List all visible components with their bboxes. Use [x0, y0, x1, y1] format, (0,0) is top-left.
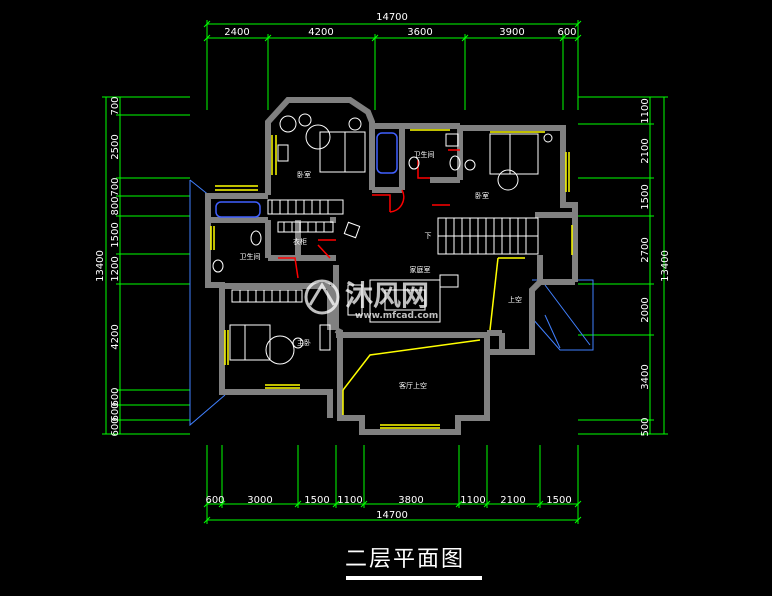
staircase[interactable] [437, 217, 539, 255]
bottom-segment-label: 1100 [337, 495, 362, 506]
left-dimensions: 13400 700 2500 700 800 1500 1200 4200 60… [95, 96, 121, 436]
wardrobe-b [277, 221, 334, 233]
basin-left [212, 259, 224, 273]
right-segment-label: 1100 [640, 98, 651, 123]
bottom-segment-label: 1100 [460, 495, 485, 506]
right-segment-label: 2700 [640, 237, 651, 262]
left-segment-label: 700 [110, 177, 121, 196]
bottom-segment-label: 3800 [398, 495, 423, 506]
toilet-upper [408, 156, 420, 170]
bathtub-upper [376, 132, 398, 174]
top-total-label: 14700 [376, 12, 408, 23]
room-label-living-open: 客厅上空 [399, 381, 427, 390]
left-segment-label: 700 [110, 96, 121, 115]
windows [210, 129, 573, 429]
bottom-segment-label: 1500 [304, 495, 329, 506]
walls [205, 97, 578, 435]
sofa-set [369, 279, 441, 323]
watermark: 沐风网 www.mfcad.com [304, 279, 438, 321]
top-segment-label: 4200 [308, 27, 333, 38]
watermark-logo-icon [304, 279, 340, 315]
round-table-master [265, 335, 295, 365]
drawing-title: 二层平面图 [345, 547, 465, 572]
left-segment-label: 2500 [110, 134, 121, 159]
bathtubs [215, 132, 398, 218]
right-segment-label: 2100 [640, 138, 651, 163]
round-table-b [497, 169, 519, 191]
round-chair [279, 115, 297, 133]
bed-master [229, 324, 271, 361]
room-label-bedroom-b: 卧室 [475, 191, 489, 200]
left-total-label: 13400 [95, 250, 106, 282]
doors[interactable] [278, 149, 460, 279]
top-segment-label: 3900 [499, 27, 524, 38]
top-dimensions: 14700 2400 4200 3600 3900 600 [224, 12, 576, 38]
left-segment-label: 4200 [110, 324, 121, 349]
room-label-open-above: 上空 [508, 295, 522, 304]
room-label-bath-a: 卫生间 [414, 150, 435, 159]
left-segment-label: 1500 [110, 222, 121, 247]
bottom-total-label: 14700 [376, 510, 408, 521]
room-label-family: 家庭室 [410, 265, 431, 274]
bed-b [489, 133, 539, 175]
basin-upper [445, 133, 459, 147]
room-label-bath-b: 卫生间 [240, 252, 261, 261]
left-segment-label: 1200 [110, 256, 121, 281]
coffee-table [384, 289, 426, 311]
toilet-left [250, 230, 262, 246]
bottom-segment-label: 1500 [546, 495, 571, 506]
bottom-segment-label: 600 [205, 495, 224, 506]
left-segment-label: 600 [110, 402, 121, 421]
left-segment-label: 600 [110, 387, 121, 406]
right-segment-label: 1500 [640, 184, 651, 209]
round-table-a [305, 124, 331, 150]
right-total-label: 13400 [660, 250, 671, 282]
top-segment-label: 3600 [407, 27, 432, 38]
left-segment-label: 800 [110, 196, 121, 215]
bottom-dimensions: 600 3000 1500 1100 3800 1100 2100 1500 1… [205, 495, 571, 521]
furniture [212, 113, 553, 365]
bottom-segment-label: 3000 [247, 495, 272, 506]
stair-down-label: 下 [425, 232, 432, 240]
right-segment-label: 2000 [640, 297, 651, 322]
top-segment-label: 600 [557, 27, 576, 38]
room-labels: 卧室 卧室 卫生间 卫生间 衣柜 主卧 家庭室 上空 客厅上空 下 [240, 150, 523, 390]
room-label-closet: 衣柜 [293, 237, 307, 246]
dimension-lines [102, 20, 668, 524]
bathtub-left [215, 201, 261, 218]
right-dimensions: 13400 1100 2100 1500 2700 2000 3400 500 [640, 98, 671, 436]
watermark-url: www.mfcad.com [355, 311, 438, 321]
bottom-segment-label: 2100 [500, 495, 525, 506]
dimension-ticks [203, 20, 582, 524]
right-segment-label: 500 [640, 417, 651, 436]
room-label-bedroom-a: 卧室 [297, 170, 311, 179]
top-segment-label: 2400 [224, 27, 249, 38]
room-label-master: 主卧 [297, 338, 311, 347]
bed-a [319, 131, 366, 173]
left-segment-label: 600 [110, 417, 121, 436]
wardrobe-a [267, 199, 344, 215]
wardrobe-master [231, 289, 303, 303]
title-underline [346, 576, 482, 580]
watermark-brand: 沐风网 [345, 279, 429, 312]
right-segment-label: 3400 [640, 364, 651, 389]
